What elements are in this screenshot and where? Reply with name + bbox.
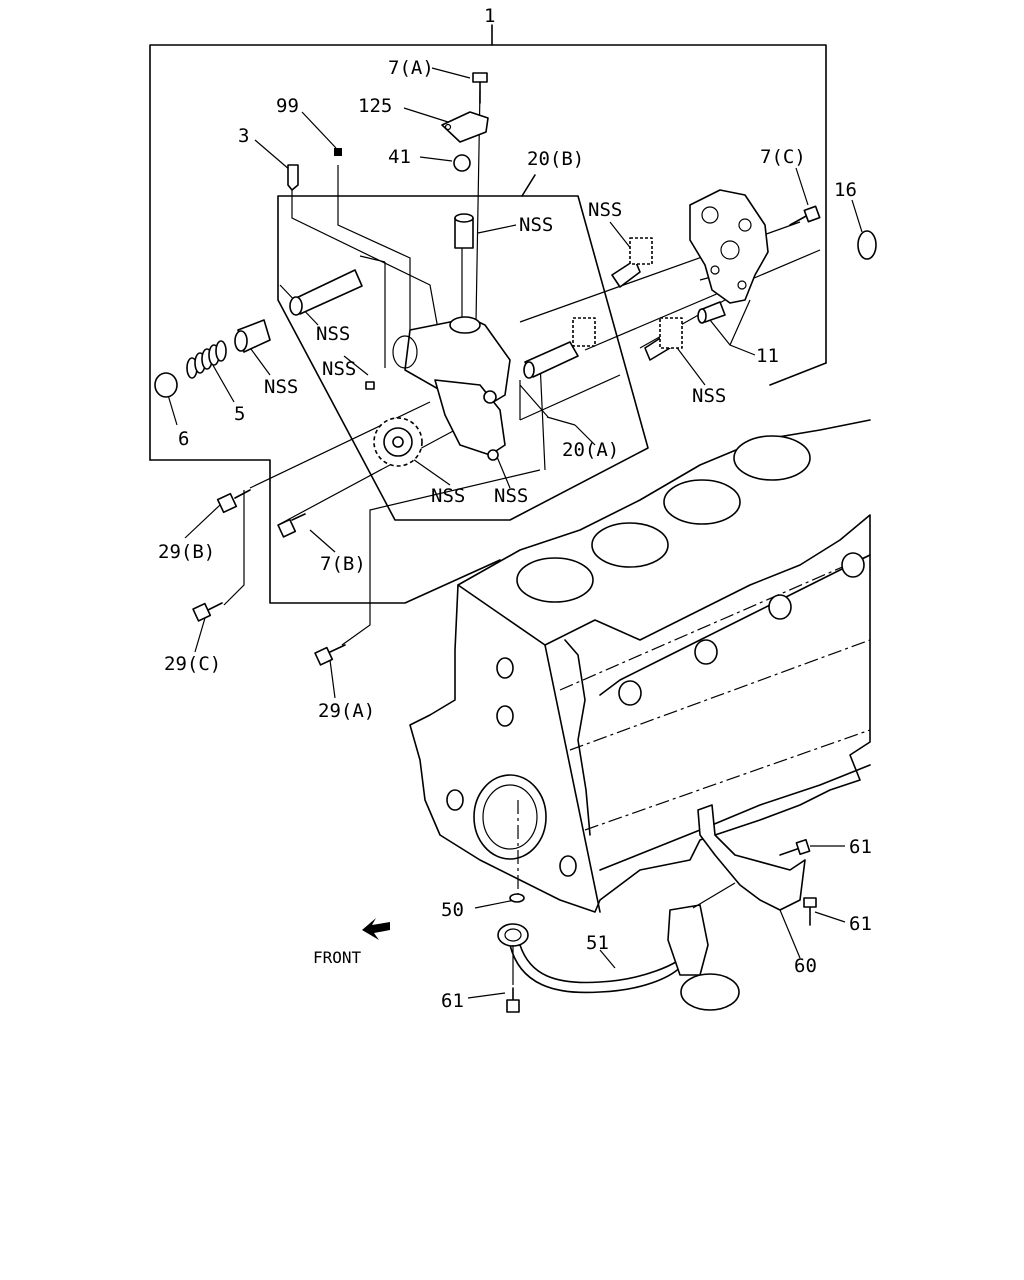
gear-nss-top [611,237,653,288]
shaft-20a [523,341,579,379]
pipe-sleeve-nss [454,213,474,249]
label-nss-gear-right: NSS [692,385,726,407]
label-125: 125 [358,95,392,117]
label-61-lower: 61 [849,913,872,935]
bolt-61-left [506,987,520,1013]
oil-strainer-assembly [497,804,806,1011]
label-20b: 20(B) [527,148,584,170]
label-nss-cap: NSS [264,376,298,398]
label-7a: 7(A) [388,57,434,79]
assembly-outline [149,24,827,604]
label-29c: 29(C) [164,653,221,675]
bolt-nss-small [365,381,375,390]
label-7b: 7(B) [320,553,366,575]
bolt-7b [277,513,306,538]
ball-41 [453,154,471,172]
gear-nss-large [373,417,423,467]
cap-nss-left [289,269,363,316]
label-7c: 7(C) [760,146,806,168]
bolt-29b [216,489,251,514]
label-60: 60 [794,955,817,977]
bolt-29a [314,644,346,666]
label-nss-cover: NSS [494,485,528,507]
bolt-29c [192,602,223,622]
label-41: 41 [388,146,411,168]
label-nss-pipe: NSS [519,214,553,236]
label-99: 99 [276,95,299,117]
label-29b: 29(B) [158,541,215,563]
pin-3 [287,164,299,191]
label-20a: 20(A) [562,439,619,461]
seal-16 [857,230,877,260]
spring-5 [186,340,227,379]
label-51: 51 [586,932,609,954]
label-nss-sleeve: NSS [316,323,350,345]
engine-block [409,419,871,913]
bolt-7a [472,72,488,104]
bolt-61-right-lower [803,897,817,926]
pump-body [392,316,511,461]
gear-nss-right [644,317,683,361]
label-29a: 29(A) [318,700,375,722]
label-nss-gear-big: NSS [431,485,465,507]
pump-cover [689,189,769,304]
label-nss-gear-top: NSS [588,199,622,221]
plug-99 [334,148,342,156]
label-front: FRONT [313,948,362,967]
label-3: 3 [238,125,249,147]
gear-nss-middle [572,317,596,347]
bolt-61-right-upper [779,838,811,856]
label-50: 50 [441,899,464,921]
label-nss-bolt-small: NSS [322,358,356,380]
label-16: 16 [834,179,857,201]
leader-lines [167,67,863,999]
arrow-down-left-icon [362,918,390,940]
callout-labels: 1 7(A) 125 41 99 3 20(B) NSS NSS 7(C) 16… [158,5,872,1012]
label-5: 5 [234,403,245,425]
label-61-left: 61 [441,990,464,1012]
cap-nss-lower [234,319,271,353]
bolt-7c [789,205,821,226]
label-61-upper: 61 [849,836,872,858]
cover-plate-125 [441,111,489,143]
label-6: 6 [178,428,189,450]
label-1: 1 [484,5,495,27]
cap-6 [154,372,178,398]
label-11: 11 [756,345,779,367]
dowel-11 [697,301,726,324]
subassembly-outline [277,174,649,521]
